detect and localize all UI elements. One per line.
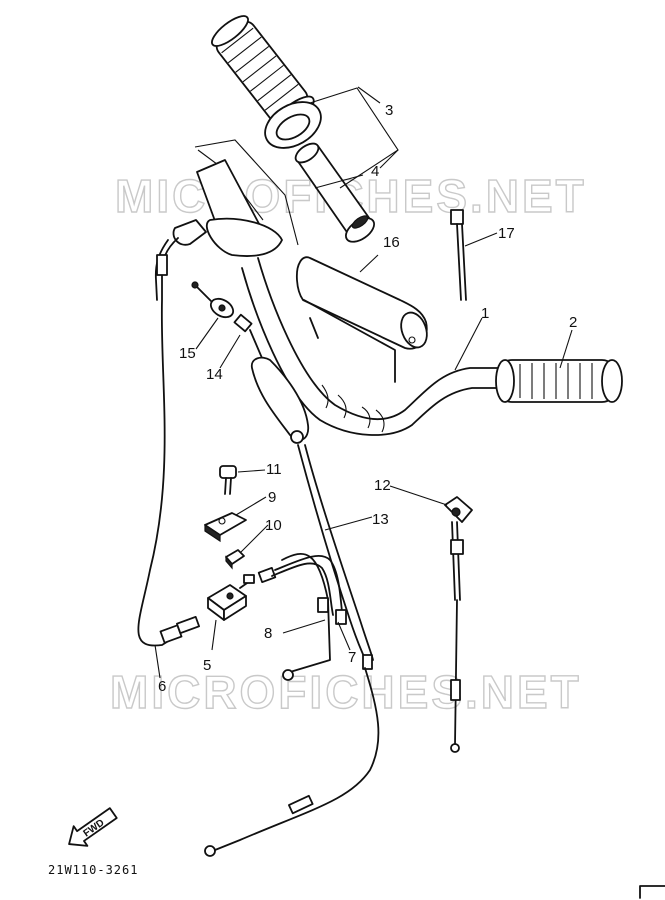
cable-boot-part (250, 356, 310, 444)
throttle-cable-part (137, 237, 201, 647)
callout-5: 5 (203, 657, 211, 674)
throttle-housing-part (172, 159, 283, 257)
callout-6: 6 (158, 678, 166, 695)
callout-3: 3 (385, 102, 393, 119)
corner-mark (639, 885, 665, 899)
part-code: 21W110-3261 (48, 863, 138, 877)
callout-10: 10 (265, 517, 282, 534)
callout-9: 9 (268, 489, 276, 506)
callout-7: 7 (348, 649, 356, 666)
callout-17: 17 (498, 225, 515, 242)
callout-16: 16 (383, 234, 400, 251)
callout-4: 4 (371, 163, 379, 180)
callout-15: 15 (179, 345, 196, 362)
throttle-grip-part (211, 15, 322, 149)
handlebar-part (241, 257, 506, 436)
callout-14: 14 (206, 366, 223, 383)
watermark-bottom: MICROFICHES.NET (110, 666, 582, 718)
switch-part (207, 574, 255, 621)
brake-cable-part (444, 496, 473, 753)
cable-adjuster-part (191, 281, 263, 359)
leader-lines (154, 86, 573, 679)
clutch-cable-part (204, 444, 380, 857)
callout-8: 8 (264, 625, 272, 642)
callout-11: 11 (266, 461, 282, 478)
callout-13: 13 (372, 511, 389, 528)
callout-12: 12 (374, 477, 391, 494)
fwd-direction-arrow: FWD (68, 807, 118, 847)
bolt-part (219, 465, 237, 495)
clip-part (225, 549, 245, 570)
cable-tie-part (450, 209, 467, 301)
bracket-part (204, 512, 247, 543)
callout-labels: 1 2 3 4 5 6 7 8 9 10 11 12 13 14 15 16 1… (158, 102, 577, 695)
callout-1: 1 (481, 305, 489, 322)
handlebar-pad-part (296, 256, 428, 383)
wire-harness-part (257, 553, 347, 681)
throttle-sleeve-part (294, 142, 375, 243)
callout-2: 2 (569, 314, 577, 331)
left-grip-part (495, 359, 623, 403)
